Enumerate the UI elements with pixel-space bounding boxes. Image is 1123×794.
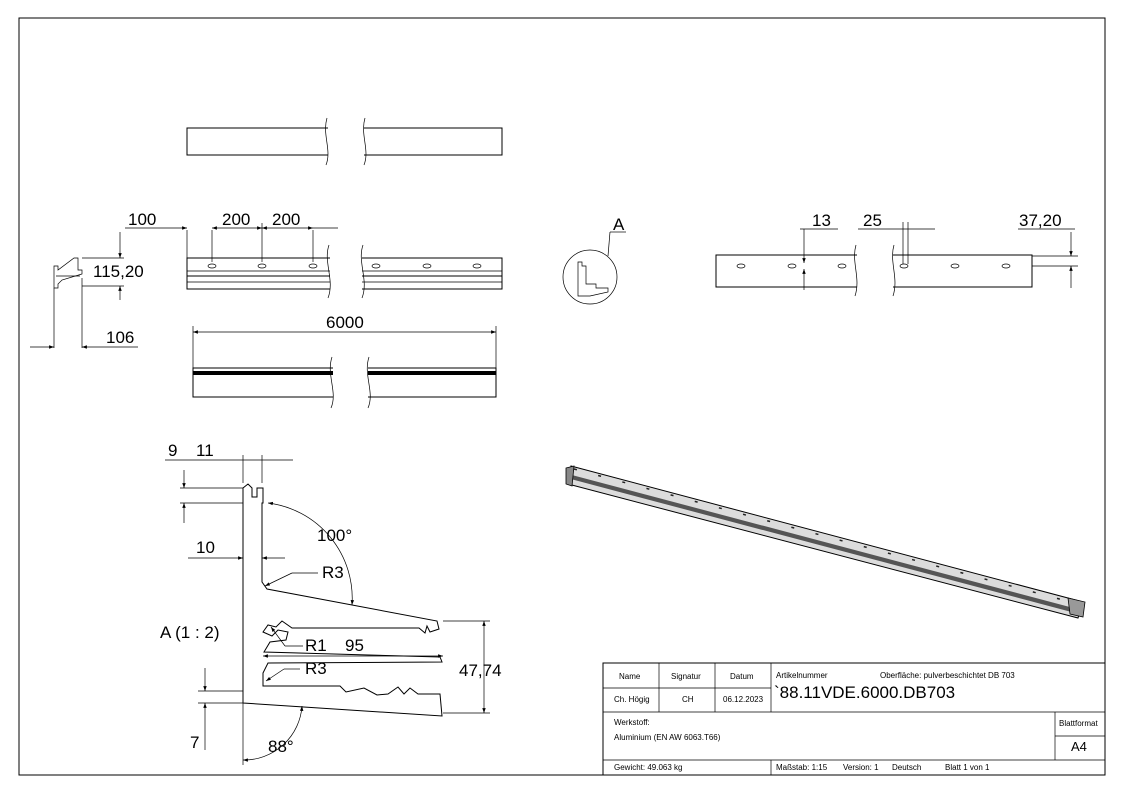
drawing-frame <box>18 17 1106 776</box>
tb-date-header: Datum <box>730 672 754 681</box>
title-block <box>602 662 1106 776</box>
dim-200-b: 200 <box>272 210 300 229</box>
dim-13: 13 <box>812 211 831 230</box>
tb-sheet-format-label: Blattformat <box>1059 719 1098 728</box>
tb-sheet-format-value: A4 <box>1071 739 1087 754</box>
dim-6000: 6000 <box>326 313 364 332</box>
dim-88-deg: 88° <box>268 737 294 756</box>
dim-37-20: 37,20 <box>1019 211 1062 230</box>
tb-sheet: Blatt 1 von 1 <box>945 763 990 772</box>
dim-9: 9 <box>168 441 177 460</box>
tb-name-value: Ch. Högig <box>614 695 650 704</box>
tb-signature-value: CH <box>682 695 694 704</box>
tb-name-header: Name <box>619 672 641 681</box>
dim-200-a: 200 <box>222 210 250 229</box>
dim-100-deg: 100° <box>317 526 352 545</box>
top-view <box>186 117 503 166</box>
tb-article-number: `88.11VDE.6000.DB703 <box>774 683 955 702</box>
front-view <box>125 223 503 299</box>
tb-weight: Gewicht: 49.063 kg <box>614 763 682 772</box>
detail-title: A (1 : 2) <box>160 623 220 642</box>
dim-7: 7 <box>190 733 199 752</box>
tb-date-value: 06.12.2023 <box>723 695 764 704</box>
detail-marker-label: A <box>613 215 625 234</box>
bottom-view <box>192 326 497 409</box>
dim-r3-a: R3 <box>322 563 344 582</box>
dim-10: 10 <box>196 538 215 557</box>
tb-material-label: Werkstoff: <box>614 718 650 727</box>
dim-115-20: 115,20 <box>93 262 144 281</box>
detail-marker-a <box>562 231 626 305</box>
dim-r3-b: R3 <box>305 659 327 678</box>
tb-language: Deutsch <box>892 763 921 772</box>
tb-scale: Maßstab: 1:15 <box>776 763 828 772</box>
tb-article-label: Artikelnummer <box>776 671 828 680</box>
dim-95: 95 <box>345 636 364 655</box>
detail-a-section <box>165 455 490 765</box>
tb-version: Version: 1 <box>843 763 879 772</box>
isometric-view <box>565 465 1086 619</box>
dim-106: 106 <box>106 328 134 347</box>
dim-100: 100 <box>128 210 156 229</box>
dim-r1: R1 <box>305 636 327 655</box>
right-side-view <box>715 222 1078 297</box>
dim-47-74: 47,74 <box>459 661 502 680</box>
tb-surface-label: Oberfläche: pulverbeschichtet DB 703 <box>880 671 1015 680</box>
tb-signature-header: Signatur <box>671 672 701 681</box>
side-profile <box>30 232 138 349</box>
dim-11: 11 <box>196 441 214 460</box>
dim-25: 25 <box>863 211 882 230</box>
tb-material-value: Aluminium (EN AW 6063.T66) <box>614 733 721 742</box>
